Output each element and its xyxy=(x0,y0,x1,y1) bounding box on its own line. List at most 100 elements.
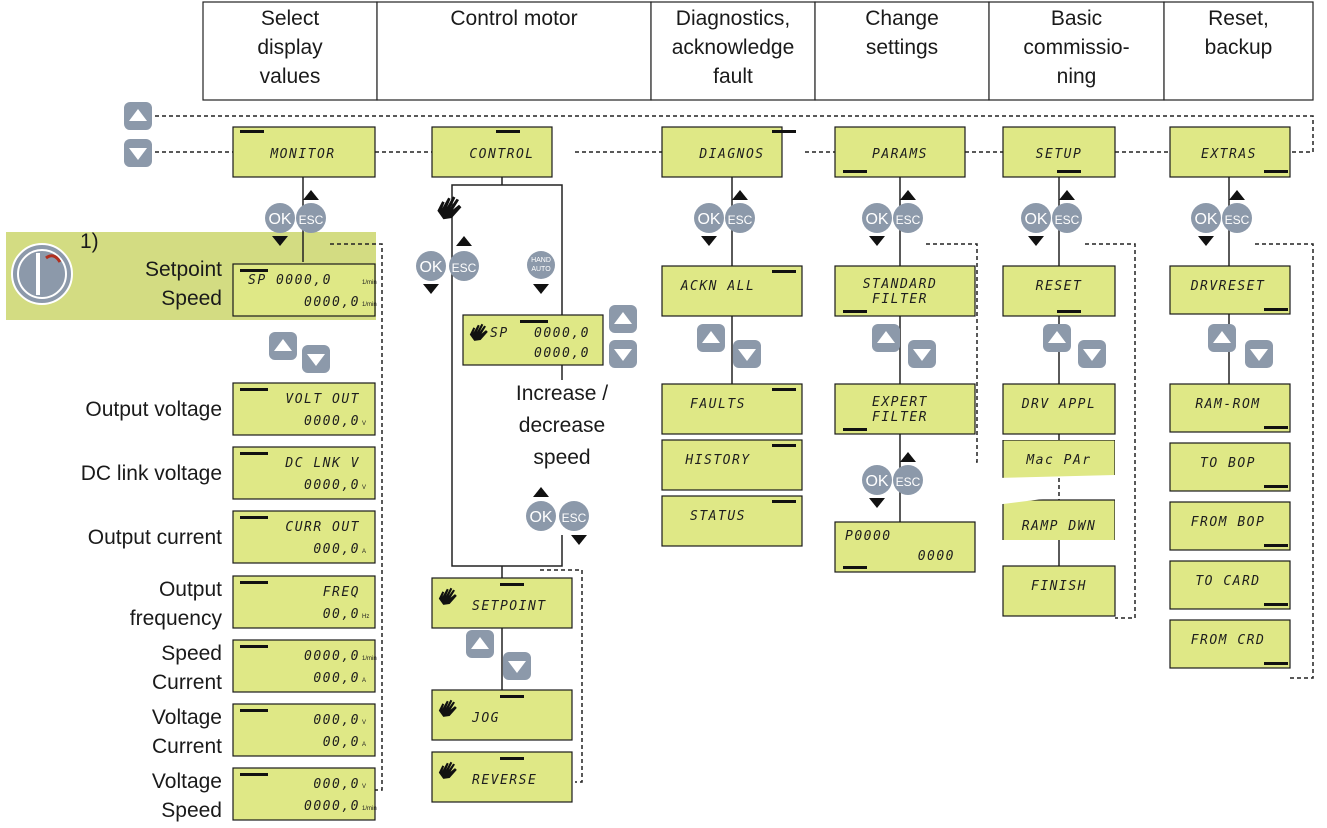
lcd-indicator-bar xyxy=(240,130,264,133)
params-ok-button[interactable]: OK xyxy=(862,203,892,233)
arrow-down-icon xyxy=(129,148,147,160)
column-header-text: display xyxy=(257,36,323,59)
lcd-indicator-bar xyxy=(843,170,867,173)
control-item-display xyxy=(431,689,573,741)
label-bg xyxy=(520,380,604,406)
menu-down-button[interactable] xyxy=(124,139,152,167)
params-esc-button-circle[interactable] xyxy=(893,203,923,233)
parameter-value: 0000 xyxy=(918,549,955,564)
setup-esc-button-circle[interactable] xyxy=(1052,203,1082,233)
extras-up-button[interactable] xyxy=(1208,324,1236,352)
params-item-label-2: FILTER xyxy=(872,292,928,307)
lcd-indicator-bar xyxy=(843,566,867,569)
enter-arrow-icon xyxy=(1198,236,1214,246)
params-item-display xyxy=(834,265,976,317)
diagnos-down-button[interactable] xyxy=(733,340,761,368)
control-esc-button[interactable]: ESC xyxy=(449,251,479,281)
hand-icon xyxy=(438,587,457,605)
monitor-ok-button-circle[interactable] xyxy=(265,203,295,233)
lcd-indicator-bar xyxy=(772,388,796,391)
hand-shape xyxy=(438,699,457,717)
menu-setup-display xyxy=(1002,126,1116,178)
dashed-connector xyxy=(155,115,1314,153)
diagnos-esc-button[interactable]: ESC xyxy=(725,203,755,233)
extras-ok-button-circle[interactable] xyxy=(1191,203,1221,233)
knob-ring xyxy=(17,249,67,299)
extras-ok-button-label: OK xyxy=(1194,211,1217,228)
extras-esc-button-circle[interactable] xyxy=(1222,203,1252,233)
monitor-up-button[interactable] xyxy=(269,332,297,360)
monitor-down-button[interactable] xyxy=(302,345,330,373)
control-sp-esc-button-circle[interactable] xyxy=(559,501,589,531)
control-esc-button-circle[interactable] xyxy=(449,251,479,281)
monitor-item-display xyxy=(232,639,376,693)
params-edit-ok-button-circle[interactable] xyxy=(862,465,892,495)
params-ok-button-circle[interactable] xyxy=(862,203,892,233)
lcd-indicator-bar xyxy=(1264,426,1288,429)
monitor-ok-button-label: OK xyxy=(268,211,291,228)
monitor-item-label: Voltage xyxy=(152,706,222,729)
params-esc-button[interactable]: ESC xyxy=(893,203,923,233)
control-sp-ok-button-circle[interactable] xyxy=(526,501,556,531)
extras-ok-button[interactable]: OK xyxy=(1191,203,1221,233)
monitor-unit1: 1/min xyxy=(362,656,377,662)
monitor-esc-button[interactable]: ESC xyxy=(296,203,326,233)
monitor-line1: 000,0 xyxy=(313,713,360,728)
control-item-display xyxy=(431,751,573,803)
monitor-ok-button[interactable]: OK xyxy=(265,203,295,233)
monitor-line2: 000,0 xyxy=(313,542,360,557)
monitor-esc-button-circle[interactable] xyxy=(296,203,326,233)
monitor-unit2: 1/min xyxy=(362,806,377,812)
params-edit-esc-button[interactable]: ESC xyxy=(893,465,923,495)
control-sp-esc-button[interactable]: ESC xyxy=(559,501,589,531)
speed-down-button[interactable] xyxy=(609,340,637,368)
menu-up-button[interactable] xyxy=(124,102,152,130)
speed-up-button[interactable] xyxy=(609,305,637,333)
monitor-unit2: A xyxy=(362,549,366,555)
params-edit-ok-button[interactable]: OK xyxy=(862,465,892,495)
dashed-connector xyxy=(1085,243,1136,619)
extras-item-display xyxy=(1169,619,1291,669)
setup-esc-button[interactable]: ESC xyxy=(1052,203,1082,233)
lcd-indicator-bar xyxy=(500,757,524,760)
setup-ok-button-circle[interactable] xyxy=(1021,203,1051,233)
extras-down-button[interactable] xyxy=(1245,340,1273,368)
lcd-indicator-bar xyxy=(1264,603,1288,606)
menu-extras-display xyxy=(1169,126,1291,178)
monitor-item-label: Speed xyxy=(161,287,222,310)
hand-auto-circle[interactable] xyxy=(527,251,555,279)
params-down-button[interactable] xyxy=(908,340,936,368)
lcd-indicator-bar xyxy=(1264,308,1288,311)
monitor-line2: 000,0 xyxy=(313,671,360,686)
diagnos-ok-button-circle[interactable] xyxy=(694,203,724,233)
setup-up-button[interactable] xyxy=(1043,324,1071,352)
extras-item-label: RAM-ROM xyxy=(1195,397,1260,412)
control-sp-ok-button[interactable]: OK xyxy=(526,501,556,531)
control-down-button[interactable] xyxy=(503,652,531,680)
setup-down-button[interactable] xyxy=(1078,340,1106,368)
diagnos-esc-button-circle[interactable] xyxy=(725,203,755,233)
control-up-button[interactable] xyxy=(466,630,494,658)
menu-control-label: CONTROL xyxy=(469,147,534,162)
monitor-line2: 0000,0 xyxy=(304,414,360,429)
sp-value-2: 0000,0 xyxy=(534,346,590,361)
monitor-item-label: Output voltage xyxy=(85,398,222,421)
control-ok-button-circle[interactable] xyxy=(416,251,446,281)
diagnos-up-button[interactable] xyxy=(697,324,725,352)
monitor-line1: SP 0000,0 xyxy=(248,273,332,288)
monitor-unit1: V xyxy=(362,720,366,726)
monitor-unit2: A xyxy=(362,742,366,748)
extras-item-label: TO BOP xyxy=(1200,456,1256,471)
params-up-button[interactable] xyxy=(872,324,900,352)
lcd-indicator-bar xyxy=(500,695,524,698)
back-arrow-icon xyxy=(456,236,472,246)
setup-ok-button-label: OK xyxy=(1024,211,1047,228)
control-ok-button[interactable]: OK xyxy=(416,251,446,281)
diagnos-ok-button[interactable]: OK xyxy=(694,203,724,233)
monitor-unit2: Hz xyxy=(362,614,369,620)
extras-esc-button[interactable]: ESC xyxy=(1222,203,1252,233)
params-edit-esc-button-circle[interactable] xyxy=(893,465,923,495)
setup-ok-button[interactable]: OK xyxy=(1021,203,1051,233)
lcd-indicator-bar xyxy=(240,388,268,391)
